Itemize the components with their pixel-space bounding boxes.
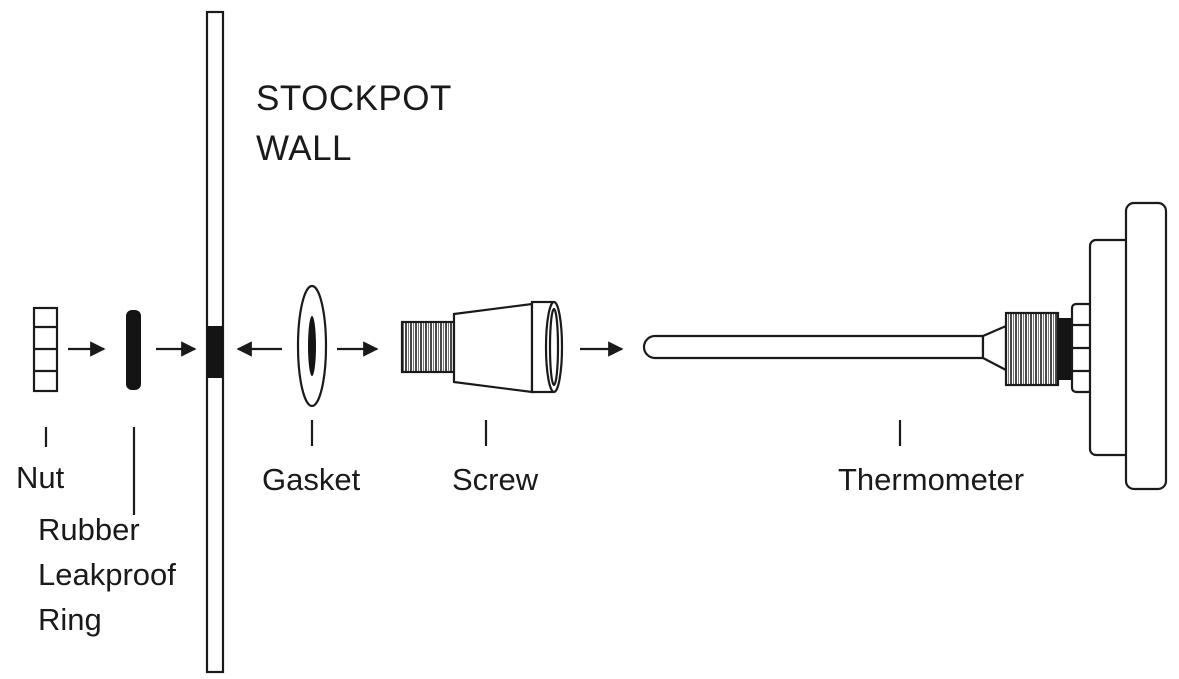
thermometer-thread [1004,311,1060,387]
screw-body [452,302,534,394]
screw-label: Screw [452,462,539,497]
screw-thread [400,320,456,374]
ring-label-line-1: Rubber [38,512,140,547]
ring-body [126,310,141,390]
ring-label-line-3: Ring [38,602,102,637]
rubber-leakproof-ring: Rubber Leakproof Ring [38,310,176,637]
gasket-hole [308,316,316,376]
stockpot-wall [205,10,225,674]
nut-label: Nut [16,460,65,495]
wall-hole [207,326,223,378]
title: STOCKPOT WALL [256,79,452,168]
gasket-label: Gasket [262,462,361,497]
thermometer-label: Thermometer [838,462,1024,497]
thermometer-taper [981,324,1008,372]
nut: Nut [16,306,65,495]
thermometer-dial-face [1124,201,1168,491]
screw: Screw [400,300,564,497]
screw-end [544,300,564,394]
thermometer: Thermometer [642,201,1168,497]
title-line-2: WALL [256,129,352,168]
title-line-1: STOCKPOT [256,79,452,118]
gasket: Gasket [262,284,361,497]
thermometer-stem [642,334,985,360]
thermometer-ring [1058,318,1074,380]
ring-label-line-2: Leakproof [38,557,176,592]
